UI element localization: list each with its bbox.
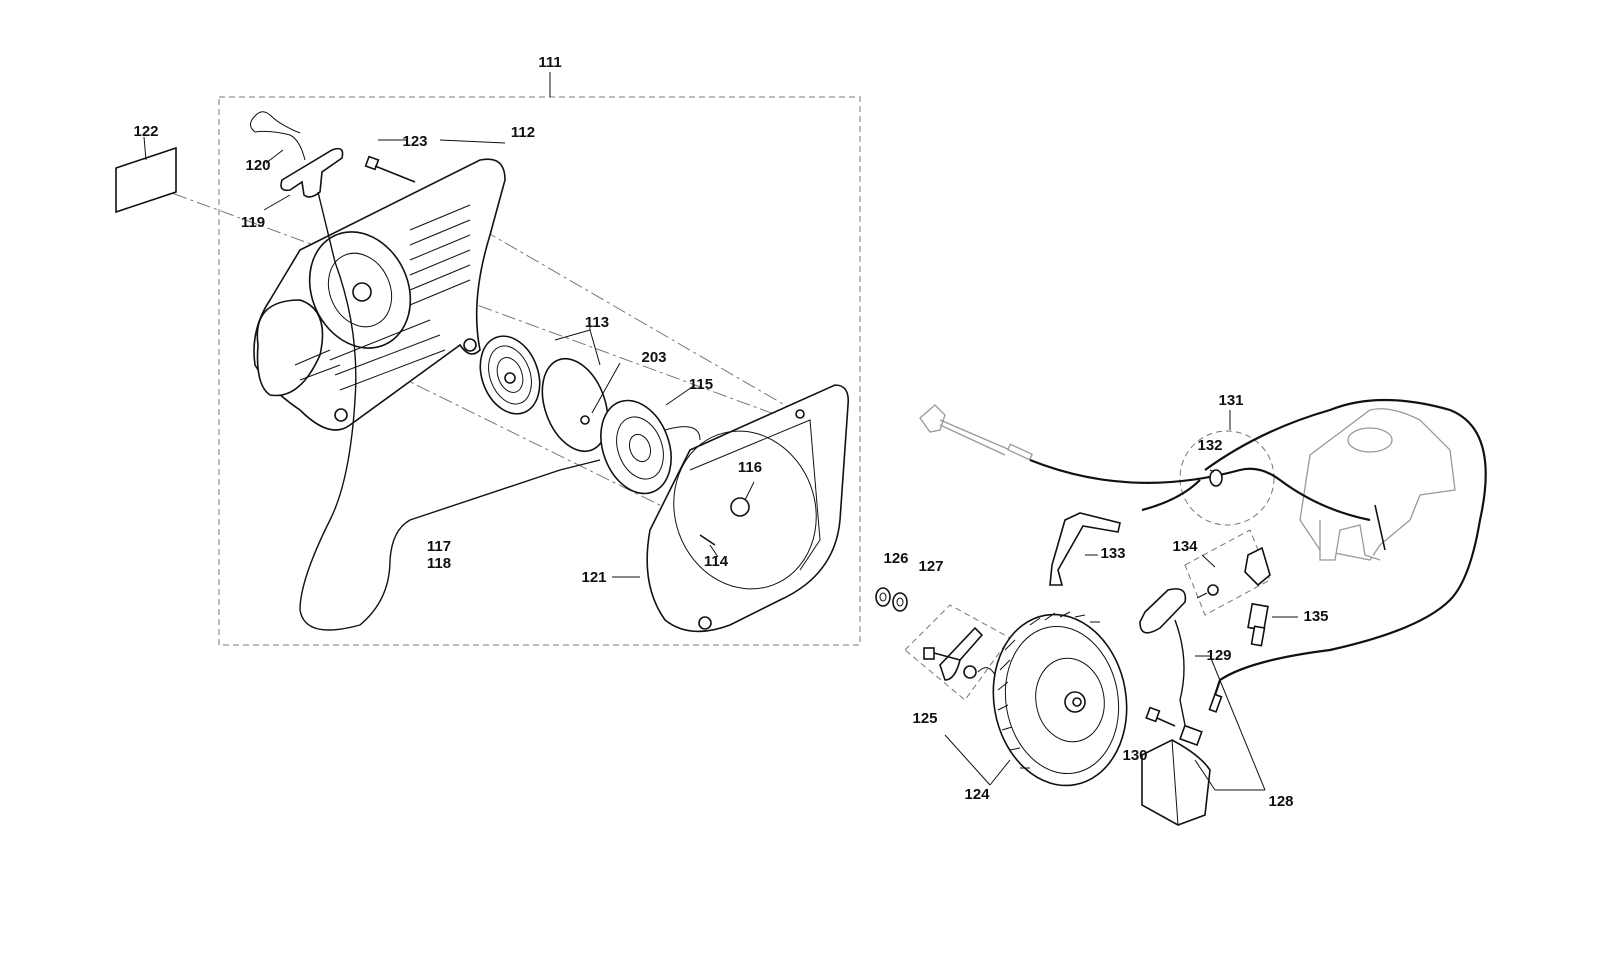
rope-pulley-part xyxy=(600,384,701,495)
flywheel-washer-part xyxy=(892,592,908,612)
label-113: 113 xyxy=(585,314,609,331)
label-114: 114 xyxy=(704,553,729,570)
label-128: 128 xyxy=(1268,793,1293,810)
ignition-coil-part xyxy=(1139,588,1266,826)
label-120: 120 xyxy=(245,157,270,174)
label-131: 131 xyxy=(1218,392,1243,409)
assembly-axes xyxy=(149,184,846,521)
label-118: 118 xyxy=(427,555,451,572)
label-116: 116 xyxy=(738,459,762,476)
flywheel-nut-part xyxy=(875,587,891,607)
callout-labels: 111 112 123 122 120 119 113 203 115 116 … xyxy=(133,54,1328,810)
spring-disc-part xyxy=(541,357,621,453)
label-129: 129 xyxy=(1206,647,1231,664)
label-203: 203 xyxy=(641,349,666,366)
label-126: 126 xyxy=(883,550,908,567)
label-125: 125 xyxy=(912,710,937,727)
flywheel-part xyxy=(989,611,1128,787)
starter-handle-part xyxy=(250,111,601,631)
cylinder-shroud-part xyxy=(1299,408,1456,561)
label-133: 133 xyxy=(1100,545,1125,562)
label-124: 124 xyxy=(964,786,990,803)
spark-plug-group xyxy=(1184,529,1298,647)
label-117: 117 xyxy=(427,538,451,555)
label-121: 121 xyxy=(581,569,606,586)
label-123: 123 xyxy=(402,133,427,150)
label-130: 130 xyxy=(1122,747,1147,764)
group-boundary-box xyxy=(218,96,861,646)
coil-bolt-part xyxy=(1145,706,1176,727)
label-112: 112 xyxy=(511,124,535,141)
label-115: 115 xyxy=(689,376,713,393)
starter-assembly-group xyxy=(218,72,861,646)
fan-cover-part xyxy=(612,384,850,633)
label-135: 135 xyxy=(1303,608,1328,625)
decal-label-part xyxy=(115,136,177,214)
label-127: 127 xyxy=(918,558,943,575)
decal-plate xyxy=(115,146,177,214)
label-132: 132 xyxy=(1197,437,1222,454)
stop-switch-part xyxy=(1049,512,1121,586)
recoil-spring-part xyxy=(479,318,601,415)
housing-screw-part xyxy=(364,139,416,183)
stop-wire-part xyxy=(1029,398,1487,696)
label-111: 111 xyxy=(538,54,561,71)
throttle-linkage-part xyxy=(919,404,1034,461)
label-119: 119 xyxy=(241,214,265,231)
label-122: 122 xyxy=(133,123,158,140)
wire-group-circle xyxy=(1179,430,1275,526)
label-134: 134 xyxy=(1172,538,1198,555)
